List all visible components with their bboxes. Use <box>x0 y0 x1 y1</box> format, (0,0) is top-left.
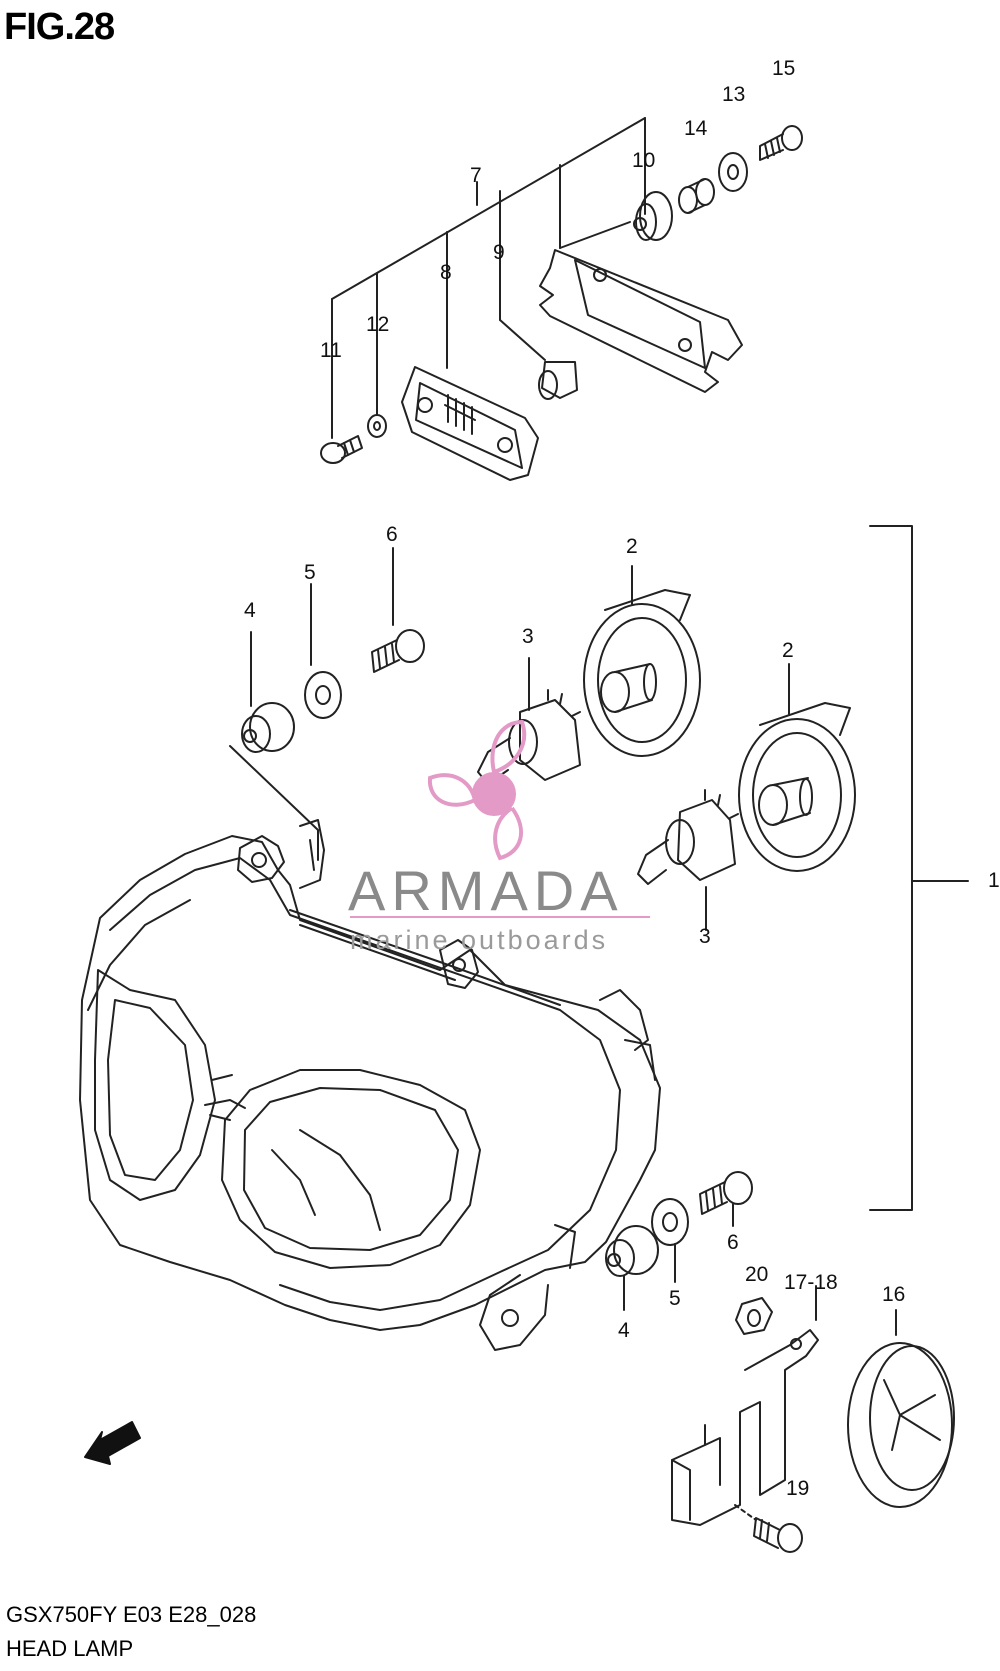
model-code: GSX750FY E03 E28_028 <box>6 1602 257 1627</box>
part-20-nut <box>735 1297 773 1335</box>
callout-7: 7 <box>470 164 482 187</box>
watermark-logo-icon <box>427 719 527 861</box>
leader-tree-7 <box>331 117 646 439</box>
callout-6: 6 <box>727 1231 739 1254</box>
part-4-grommet-lower <box>605 1225 659 1311</box>
watermark-tagline: marine outboards <box>350 925 609 955</box>
part-6-bolt-upper <box>371 547 425 673</box>
callout-5: 5 <box>304 561 316 584</box>
bracket-1 <box>869 525 969 1211</box>
part-14-collar <box>678 178 715 214</box>
part-5-washer-lower <box>651 1198 689 1283</box>
part-9-bulb <box>538 361 578 400</box>
part-12-washer <box>367 414 387 438</box>
part-17-18-bracket <box>671 1285 819 1526</box>
part-6-bolt-lower <box>699 1171 753 1227</box>
callout-10: 10 <box>632 149 656 172</box>
callout-3: 3 <box>522 625 534 648</box>
part-7-lamp-bracket <box>539 249 743 393</box>
callout-9: 9 <box>493 241 505 264</box>
callout-12: 12 <box>366 313 390 336</box>
part-11-screw <box>320 435 363 464</box>
callout-1: 1 <box>988 869 1000 892</box>
fwd-arrow-icon <box>84 1421 141 1465</box>
callout-15: 15 <box>772 57 796 80</box>
part-8-lens <box>401 366 539 481</box>
callout-2: 2 <box>626 535 638 558</box>
callout-4: 4 <box>244 599 256 622</box>
callout-17-18: 17-18 <box>784 1271 838 1294</box>
callout-14: 14 <box>684 117 708 140</box>
callout-16: 16 <box>882 1283 906 1306</box>
part-13-washer <box>718 152 748 192</box>
figure-title: FIG.28 <box>4 6 115 48</box>
watermark-brand: ARMADA <box>348 859 624 922</box>
part-15-screw <box>759 125 803 161</box>
part-2-cap-upper <box>583 565 701 757</box>
part-3-bulb-lower <box>637 789 739 931</box>
callout-5: 5 <box>669 1287 681 1310</box>
callout-13: 13 <box>722 83 746 106</box>
part-19-screw <box>734 1504 803 1553</box>
part-4-grommet-upper <box>229 631 319 861</box>
part-2-cap-lower <box>738 663 856 872</box>
callout-8: 8 <box>440 261 452 284</box>
callout-3: 3 <box>699 925 711 948</box>
part-10-grommet <box>633 191 673 241</box>
part-5-washer-upper <box>304 583 342 719</box>
headlamp-housing <box>79 819 661 1351</box>
callout-4: 4 <box>618 1319 630 1342</box>
callout-6: 6 <box>386 523 398 546</box>
callout-11: 11 <box>320 339 342 362</box>
callout-20: 20 <box>745 1263 769 1286</box>
callout-2: 2 <box>782 639 794 662</box>
section-name: HEAD LAMP <box>6 1636 134 1661</box>
callout-19: 19 <box>786 1477 810 1500</box>
part-16-cover <box>847 1309 955 1508</box>
